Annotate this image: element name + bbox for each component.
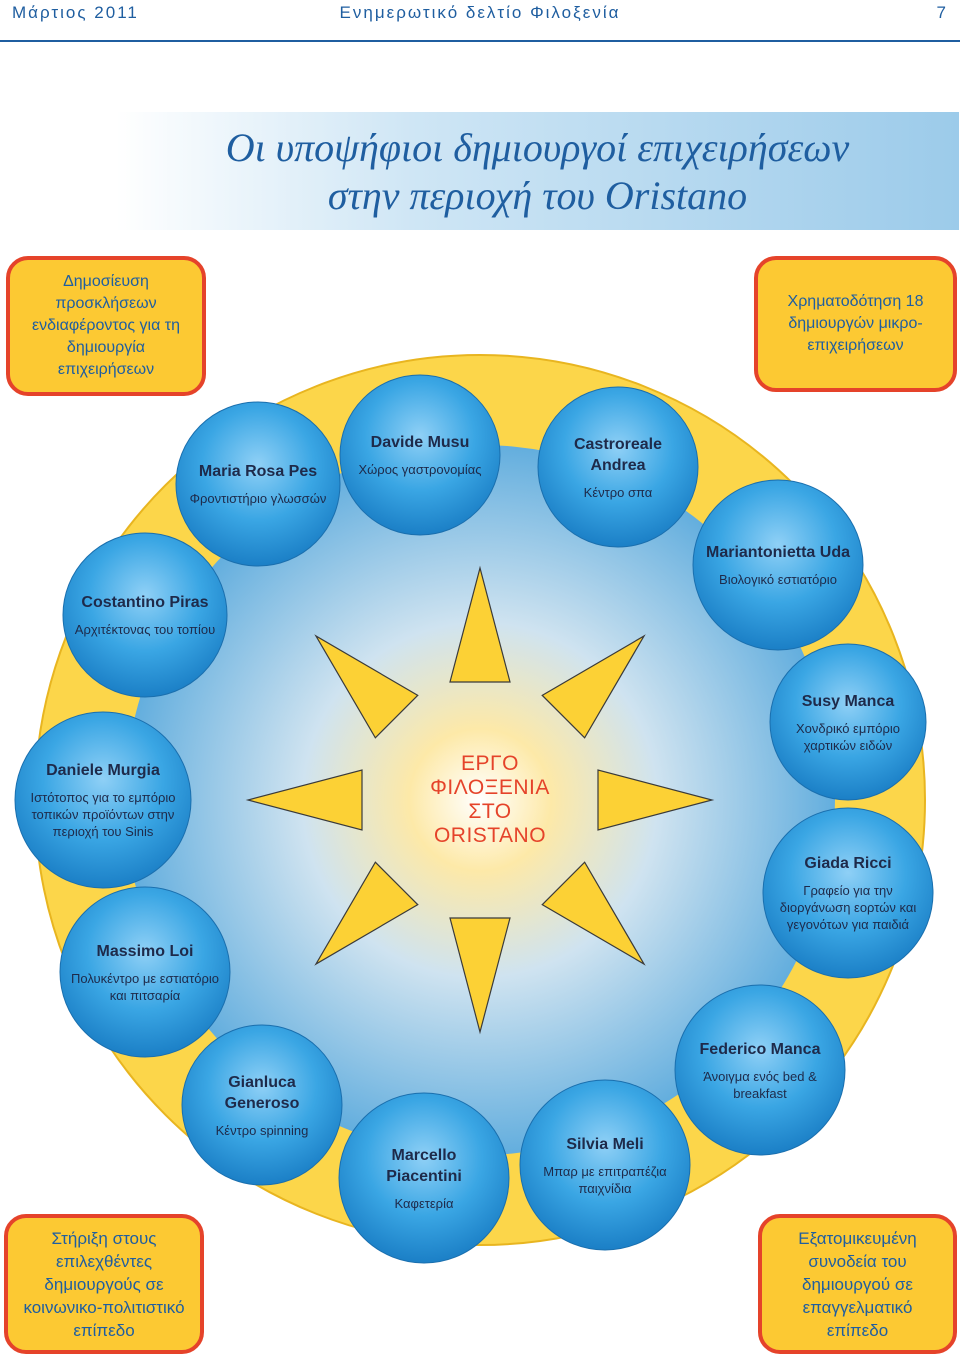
- entrepreneur-name: Giada Ricci: [804, 855, 892, 872]
- entrepreneur-node: [338, 1092, 510, 1264]
- entrepreneur-node: [339, 374, 501, 536]
- entrepreneur-node: [14, 711, 192, 889]
- sun-ray-7: [245, 769, 363, 831]
- entrepreneur-node: [762, 807, 934, 979]
- entrepreneur-business: Χονδρικό εμπόριο χαρτικών ειδών: [795, 720, 901, 753]
- box-calls-for-interest: Δημοσίευση προσκλήσεων ενδιαφέροντος για…: [6, 256, 206, 396]
- entrepreneur-business: Καφετερία: [394, 1195, 454, 1211]
- sun-ray-6: [314, 861, 419, 966]
- entrepreneur-business: Αρχιτέκτονας του τοπίου: [74, 622, 216, 637]
- page-header: Μάρτιος 2011 Ενημερωτικό δελτίο Φιλοξενί…: [0, 0, 960, 40]
- issue-date: Μάρτιος 2011: [12, 3, 139, 22]
- entrepreneur-node: [769, 643, 927, 801]
- sun-ray-5: [449, 917, 511, 1035]
- entrepreneur-name: Susy Manca: [801, 692, 895, 710]
- entrepreneur-name: Castroreale Andrea: [573, 435, 663, 474]
- center-line-3: ΣΤΟ: [468, 800, 512, 823]
- entrepreneur-name: Maria Rosa Pes: [198, 463, 318, 480]
- entrepreneur-node: [692, 479, 864, 651]
- box-professional-mentoring: Εξατομικευμένη συνοδεία του δημιουργού σ…: [758, 1214, 957, 1354]
- entrepreneur-business: Μπαρ με επιτραπέζια παιχνίδια: [543, 1163, 667, 1196]
- entrepreneur-node: [62, 532, 228, 698]
- sun-ray-4: [541, 861, 646, 966]
- sun-ray-8: [314, 634, 419, 739]
- entrepreneur-name: Silvia Meli: [566, 1135, 644, 1153]
- entrepreneur-name: Mariantonietta Uda: [705, 544, 850, 561]
- entrepreneur-business: Πολυκέντρο με εστιατόριο και πιτσαρία: [71, 970, 219, 1003]
- entrepreneur-business: Κέντρο spinning: [215, 1122, 309, 1138]
- box-social-support: Στήριξη στους επιλεχθέντες δημιουργούς σ…: [4, 1214, 204, 1354]
- title-line-1: Οι υποψήφιοι δημιουργοί επιχειρήσεων: [225, 125, 850, 170]
- title-band: [116, 112, 959, 230]
- entrepreneur-node: [181, 1024, 343, 1186]
- entrepreneur-name: Costantino Piras: [81, 594, 209, 611]
- entrepreneur-business: Άνοιγμα ενός bed & breakfast: [703, 1068, 817, 1101]
- title-line-2: στην περιοχή του Oristano: [327, 173, 748, 218]
- page-title: Οι υποψήφιοι δημιουργοί επιχειρήσεων στη…: [116, 124, 959, 220]
- inner-disc: [125, 445, 835, 1155]
- entrepreneur-business: Κέντρο σπα: [583, 484, 653, 500]
- sun-ray-2: [541, 634, 646, 739]
- entrepreneur-business: Βιολογικό εστιατόριο: [719, 572, 837, 587]
- entrepreneur-name: Davide Musu: [370, 434, 470, 451]
- entrepreneur-business: Χώρος γαστρονομίας: [358, 462, 482, 477]
- entrepreneur-node: [674, 984, 846, 1156]
- publication-name: Ενημερωτικό δελτίο Φιλοξενία: [339, 3, 621, 22]
- entrepreneur-node: [519, 1079, 691, 1251]
- entrepreneur-node: [175, 401, 341, 567]
- entrepreneur-name: Marcello Piacentini: [386, 1146, 462, 1185]
- center-line-1: ΕΡΓΟ: [461, 752, 519, 775]
- sun-ray-1: [449, 565, 511, 683]
- center-project-label: ΕΡΓΟ ΦΙΛΟΞΕΝΙΑ ΣΤΟ ORISTANO: [405, 752, 575, 848]
- entrepreneur-name: Massimo Loi: [96, 942, 194, 960]
- entrepreneur-name: Daniele Murgia: [46, 762, 160, 779]
- center-line-2: ΦΙΛΟΞΕΝΙΑ: [430, 776, 550, 799]
- entrepreneur-business: Φροντιστήριο γλωσσών: [189, 491, 327, 506]
- entrepreneur-node: [59, 886, 231, 1058]
- entrepreneur-nodes: [14, 374, 934, 1264]
- box-funding: Χρηματοδότηση 18 δημιουργών μικρο-επιχει…: [754, 256, 957, 392]
- page-number: 7: [936, 3, 946, 22]
- entrepreneur-business: Γραφείο για την διοργάνωση εορτών και γε…: [779, 883, 917, 932]
- sun-rays: [245, 565, 715, 1035]
- entrepreneur-business: Ιστότοπος για το εμπόριο τοπικών προϊόντ…: [30, 790, 176, 839]
- header-rule: [0, 40, 960, 42]
- center-line-4: ORISTANO: [433, 824, 547, 847]
- entrepreneur-node: [537, 386, 699, 548]
- entrepreneur-name: Gianluca Generoso: [224, 1073, 300, 1112]
- entrepreneur-name: Federico Manca: [699, 1040, 821, 1058]
- sun-ray-3: [597, 769, 715, 831]
